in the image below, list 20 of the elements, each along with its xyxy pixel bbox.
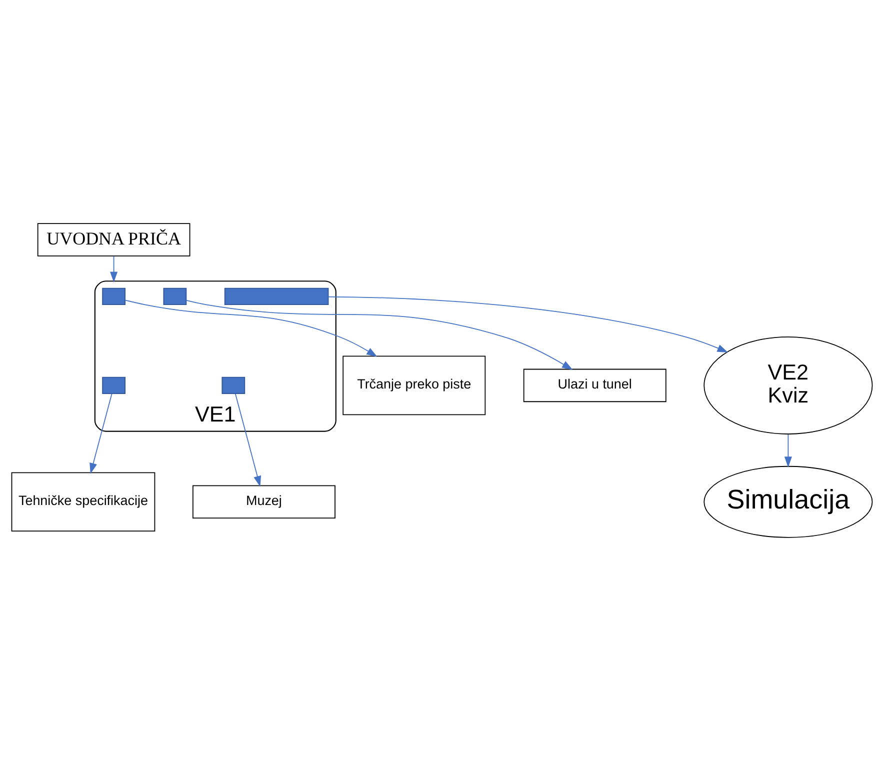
- node-box: [163, 287, 187, 304]
- node-box: [102, 287, 126, 304]
- cluster: VE1: [94, 280, 336, 432]
- arrow: [110, 255, 118, 282]
- arrow: [784, 433, 792, 467]
- node-box: Muzej: [192, 484, 336, 518]
- arrow: [90, 392, 112, 474]
- arrow: [124, 299, 378, 356]
- node-box: [222, 376, 246, 394]
- node-box: [102, 376, 126, 394]
- node-box: Tehničke specifikacije: [11, 472, 156, 532]
- arrow: [186, 299, 573, 370]
- node-box: Trčanje preko piste: [342, 355, 486, 415]
- arrow: [234, 392, 262, 486]
- node-bar: [224, 287, 329, 304]
- node-ellipse: Simulacija: [704, 465, 873, 538]
- node-box: Ulazi u tunel: [523, 368, 666, 402]
- arrow: [328, 296, 728, 352]
- node-box: UVODNA PRIČA: [37, 222, 190, 256]
- node-ellipse: VE2 Kviz: [704, 336, 873, 434]
